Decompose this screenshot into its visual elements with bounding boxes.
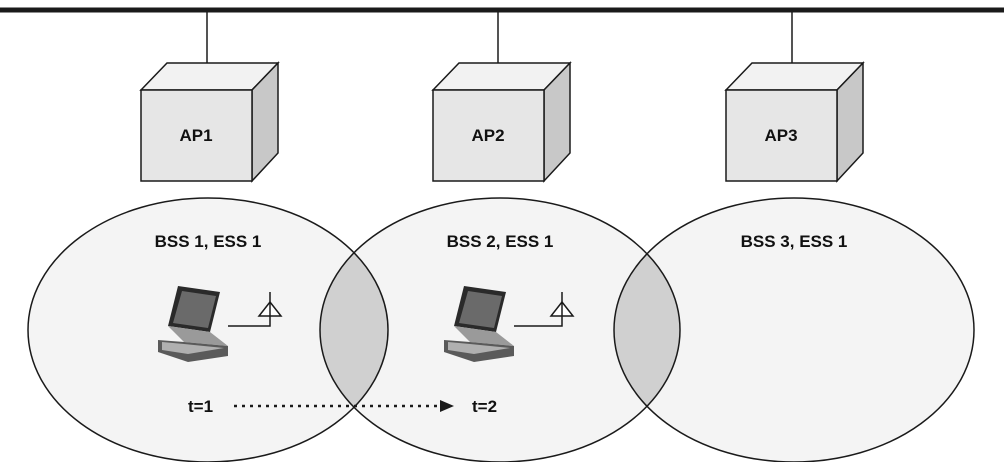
- access-point-ap2: AP2: [433, 63, 570, 181]
- bss3-label: BSS 3, ESS 1: [741, 232, 848, 251]
- bss2-label: BSS 2, ESS 1: [447, 232, 554, 251]
- ap3-label: AP3: [764, 126, 797, 145]
- bss1-label: BSS 1, ESS 1: [155, 232, 262, 251]
- access-point-ap1: AP1: [141, 63, 278, 181]
- time-label-t2: t=2: [472, 397, 497, 416]
- ap2-label: AP2: [471, 126, 504, 145]
- access-point-ap3: AP3: [726, 63, 863, 181]
- ap1-label: AP1: [179, 126, 212, 145]
- time-label-t1: t=1: [188, 397, 213, 416]
